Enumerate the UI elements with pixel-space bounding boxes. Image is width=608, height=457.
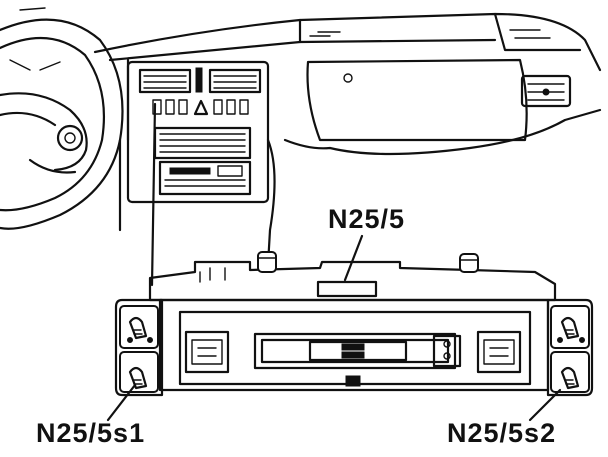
switch-n25-5s1 xyxy=(114,298,164,397)
label-right-switch: N25/5s2 xyxy=(447,418,557,448)
leader-n25-5 xyxy=(343,234,364,282)
label-left-switch: N25/5s1 xyxy=(36,418,146,448)
label-control-unit: N25/5 xyxy=(328,204,406,234)
leader-n25-5s1 xyxy=(106,383,137,422)
console-switch-row xyxy=(152,99,249,116)
center-console xyxy=(126,60,270,204)
steering-wheel xyxy=(0,7,124,230)
right-air-vent xyxy=(520,74,572,108)
control-unit-n25-5 xyxy=(148,251,557,392)
leader-line xyxy=(150,102,157,287)
switch-n25-5s2 xyxy=(546,298,594,397)
radio-unit xyxy=(153,126,252,196)
leader-n25-5s2 xyxy=(528,388,562,422)
